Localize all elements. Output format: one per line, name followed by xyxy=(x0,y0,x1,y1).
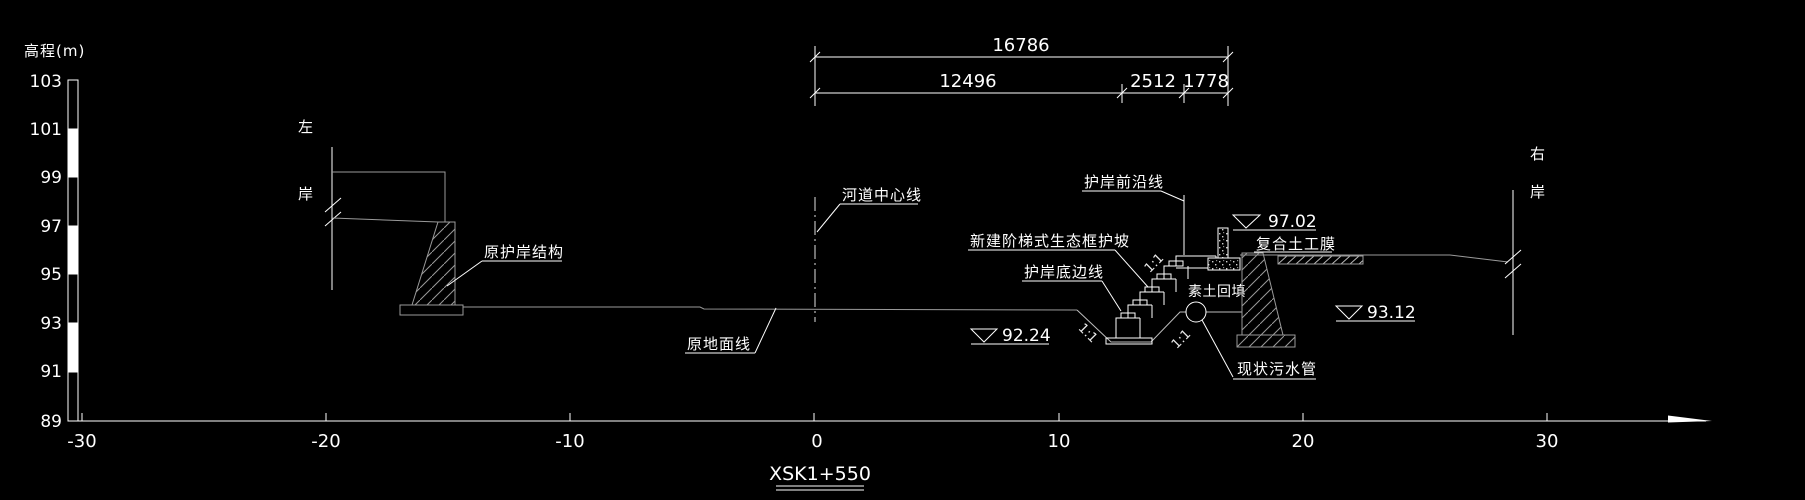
ground-label-leader xyxy=(754,307,777,354)
y-tick-101: 101 xyxy=(30,120,62,140)
dim-seg1: 12496 xyxy=(939,71,996,92)
x-axis-labels: -30 -20 -10 0 10 20 30 xyxy=(67,431,1558,452)
right-bank-char-bottom: 岸 xyxy=(1530,183,1546,201)
left-bank-top-profile xyxy=(331,171,446,223)
x-axis-ticks xyxy=(81,413,1548,421)
y-tick-99: 99 xyxy=(40,168,62,188)
eco-step-label: 新建阶梯式生态框护坡 xyxy=(970,232,1130,250)
station-underline xyxy=(776,485,864,491)
elevation-axis-title: 高程(m) xyxy=(24,42,85,60)
revetment-bottom-label: 护岸底边线 xyxy=(1024,263,1104,281)
axis-arrowhead xyxy=(1668,415,1712,423)
y-tick-93: 93 xyxy=(40,314,62,334)
x-tick-20: 20 xyxy=(1292,431,1315,452)
left-bank-break-mark xyxy=(324,211,342,227)
centerline-label: 河道中心线 xyxy=(842,186,922,204)
y-tick-95: 95 xyxy=(40,265,62,285)
right-bank-break-mark xyxy=(1504,249,1522,265)
soil-backfill-label: 素土回填 xyxy=(1188,284,1246,300)
level-triangle-icon xyxy=(1334,305,1364,320)
right-ground-line xyxy=(1240,254,1509,263)
left-bank: 左 岸 xyxy=(298,118,446,290)
left-bank-char-top: 左 xyxy=(298,118,314,136)
level-triangle-icon xyxy=(1231,214,1262,229)
sewer-leader xyxy=(1201,319,1234,378)
crest-post-footing xyxy=(1207,257,1241,271)
old-revetment-footing xyxy=(399,304,464,316)
sewer-pipe-label: 现状污水管 xyxy=(1237,360,1317,378)
geomembrane-strip xyxy=(1277,255,1364,265)
x-tick-n30: -30 xyxy=(67,431,96,452)
ground-line-label: 原地面线 xyxy=(687,335,751,353)
y-tick-97: 97 xyxy=(40,217,62,237)
old-revetment-label: 原护岸结构 xyxy=(484,243,564,261)
geomembrane-label: 复合土工膜 xyxy=(1256,235,1336,253)
step-base-slab xyxy=(1105,337,1153,345)
elevation-marker-right-ground: 93.12 xyxy=(1334,303,1416,323)
y-tick-89: 89 xyxy=(40,412,62,432)
crest-post xyxy=(1217,227,1229,259)
elevation-value-right-ground: 93.12 xyxy=(1367,303,1416,323)
channel-centerline: 河道中心线 xyxy=(814,186,922,322)
x-tick-n20: -20 xyxy=(311,431,340,452)
elevation-marker-crest: 97.02 xyxy=(1231,212,1317,232)
old-revetment-leader xyxy=(446,260,483,287)
station-label: XSK1+550 xyxy=(769,463,871,485)
elevation-value-crest: 97.02 xyxy=(1268,212,1317,232)
right-bank-char-top: 右 xyxy=(1530,145,1546,163)
right-area: 93.12 右 岸 xyxy=(1240,145,1546,335)
crest-structures: 复合土工膜 97.02 xyxy=(1207,212,1364,271)
sewer-pipe-icon xyxy=(1185,301,1207,323)
level-triangle-icon xyxy=(969,328,999,343)
dim-total: 16786 xyxy=(992,35,1049,56)
dimension-lines xyxy=(809,46,1234,106)
ground-line xyxy=(463,306,1078,311)
x-tick-n10: -10 xyxy=(555,431,584,452)
x-tick-10: 10 xyxy=(1048,431,1071,452)
centerline-leader xyxy=(816,203,841,233)
existing-right-wall xyxy=(1236,252,1296,348)
eco-step-leader xyxy=(1114,249,1149,288)
backfill-and-sewer: 素土回填 现状污水管 xyxy=(1185,284,1317,380)
right-wall-footing xyxy=(1236,334,1296,348)
elevation-tick-labels: 103 101 99 97 95 93 91 89 xyxy=(30,72,62,432)
right-bank-break-mark xyxy=(1504,263,1522,279)
left-bank-break-mark xyxy=(324,197,342,213)
y-tick-103: 103 xyxy=(30,72,62,92)
elevation-value-pit-bottom: 92.24 xyxy=(1002,326,1051,346)
left-bank-char-bottom: 岸 xyxy=(298,185,314,203)
revetment-front-leader xyxy=(1160,190,1185,202)
revetment-front-label: 护岸前沿线 xyxy=(1084,173,1164,191)
revetment-bottom-leader xyxy=(1101,280,1122,312)
dim-seg3: 1778 xyxy=(1183,71,1229,92)
step-nose-lips xyxy=(1120,260,1184,319)
y-tick-91: 91 xyxy=(40,362,62,382)
elevation-scale-bar xyxy=(67,79,79,422)
dimension-tick-slashes xyxy=(809,51,1234,99)
x-axis: -30 -20 -10 0 10 20 30 XSK1+550 xyxy=(67,413,1712,491)
x-tick-30: 30 xyxy=(1536,431,1559,452)
step-slope-labels: 新建阶梯式生态框护坡 护岸底边线 护岸前沿线 xyxy=(968,173,1185,312)
old-revetment-wall: 原护岸结构 xyxy=(399,221,564,316)
dimension-values: 16786 12496 2512 1778 xyxy=(939,35,1229,92)
x-tick-0: 0 xyxy=(811,431,822,452)
elevation-marker-pit-bottom: 92.24 xyxy=(969,326,1051,346)
dim-seg2: 2512 xyxy=(1130,71,1176,92)
